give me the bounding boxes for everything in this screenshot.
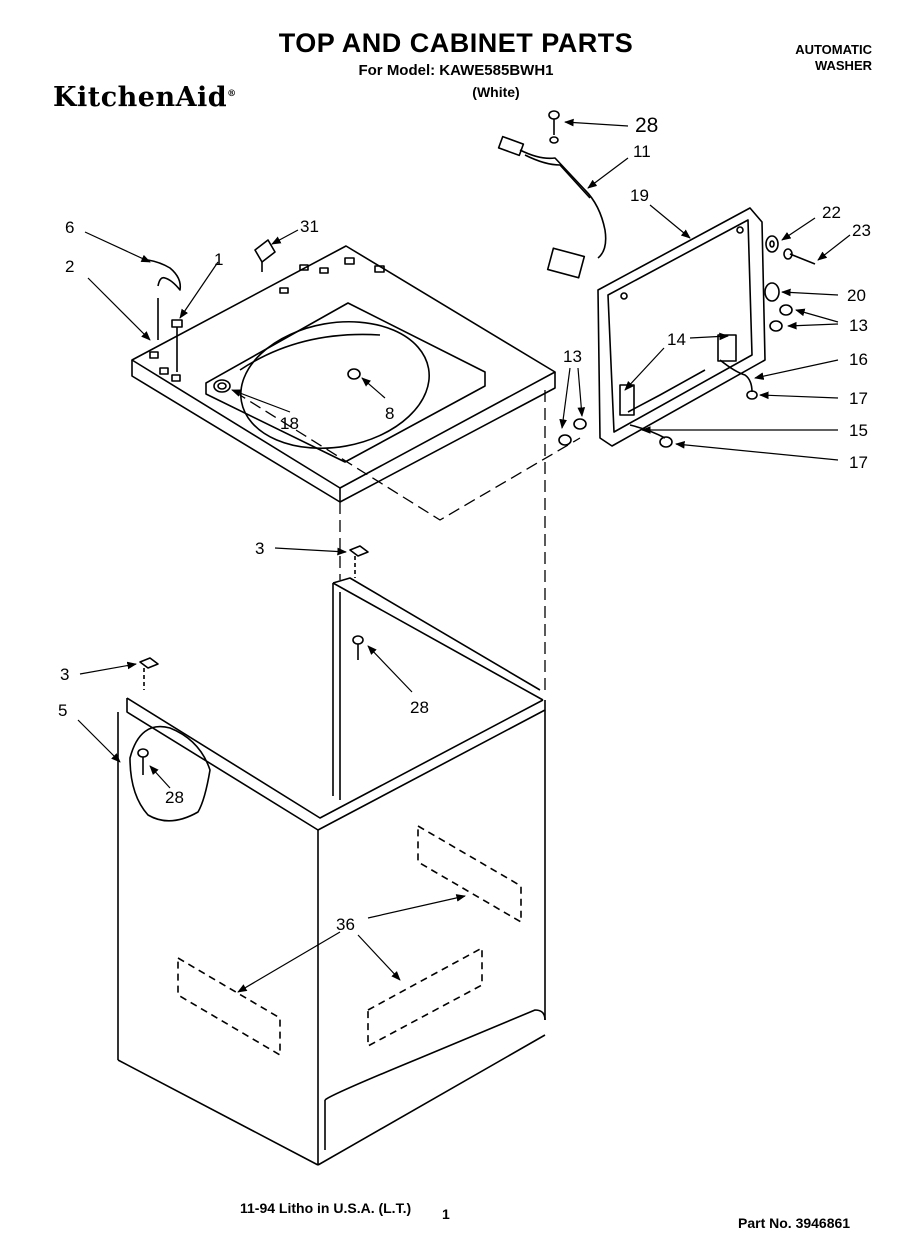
page-number: 1 xyxy=(442,1206,450,1222)
brand-name: KitchenAid xyxy=(53,82,228,113)
callout-1: 1 xyxy=(214,250,224,269)
callout-11: 11 xyxy=(633,142,651,161)
appliance-type-line1: AUTOMATIC xyxy=(795,42,872,57)
part-number: Part No. 3946861 xyxy=(738,1215,851,1231)
callout-13-right: 13 xyxy=(849,316,868,335)
litho-line: 11-94 Litho in U.S.A. (L.T.) xyxy=(240,1200,412,1216)
leader-arrows xyxy=(77,118,851,993)
callout-6: 6 xyxy=(65,218,75,237)
callout-19: 19 xyxy=(630,186,649,205)
console-panel xyxy=(597,207,766,447)
washer-top-panel xyxy=(131,245,556,503)
appliance-type-line2: WASHER xyxy=(814,58,872,73)
callout-28-mid: 28 xyxy=(410,698,429,717)
callout-28-left: 28 xyxy=(165,788,184,807)
callout-23: 23 xyxy=(852,221,871,240)
callout-17-upper: 17 xyxy=(849,389,868,408)
callout-31: 31 xyxy=(300,217,319,236)
callout-15: 15 xyxy=(849,421,868,440)
model-number: For Model: KAWE585BWH1 xyxy=(358,62,554,79)
small-parts xyxy=(137,110,816,775)
washer-cabinet xyxy=(117,577,546,1166)
callout-14: 14 xyxy=(667,330,686,349)
registered-mark-icon: ® xyxy=(227,89,237,99)
callout-3-lower: 3 xyxy=(60,665,70,684)
callout-13-left: 13 xyxy=(563,347,582,366)
callout-36: 36 xyxy=(336,915,355,934)
color-label: (White) xyxy=(472,84,520,100)
callout-20: 20 xyxy=(847,286,866,305)
callout-17-lower: 17 xyxy=(849,453,868,472)
callout-8: 8 xyxy=(385,404,395,423)
alignment-lines xyxy=(234,390,581,690)
callout-18: 18 xyxy=(280,414,299,433)
wire-harness xyxy=(497,135,607,279)
callout-2: 2 xyxy=(65,257,75,276)
callout-28: 28 xyxy=(635,114,659,137)
page-title: TOP AND CABINET PARTS xyxy=(278,28,634,58)
callout-16: 16 xyxy=(849,350,868,369)
callout-5: 5 xyxy=(58,701,68,720)
callout-22: 22 xyxy=(822,203,841,222)
callout-3-upper: 3 xyxy=(255,539,265,558)
brand-logo: KitchenAid® xyxy=(53,82,237,113)
